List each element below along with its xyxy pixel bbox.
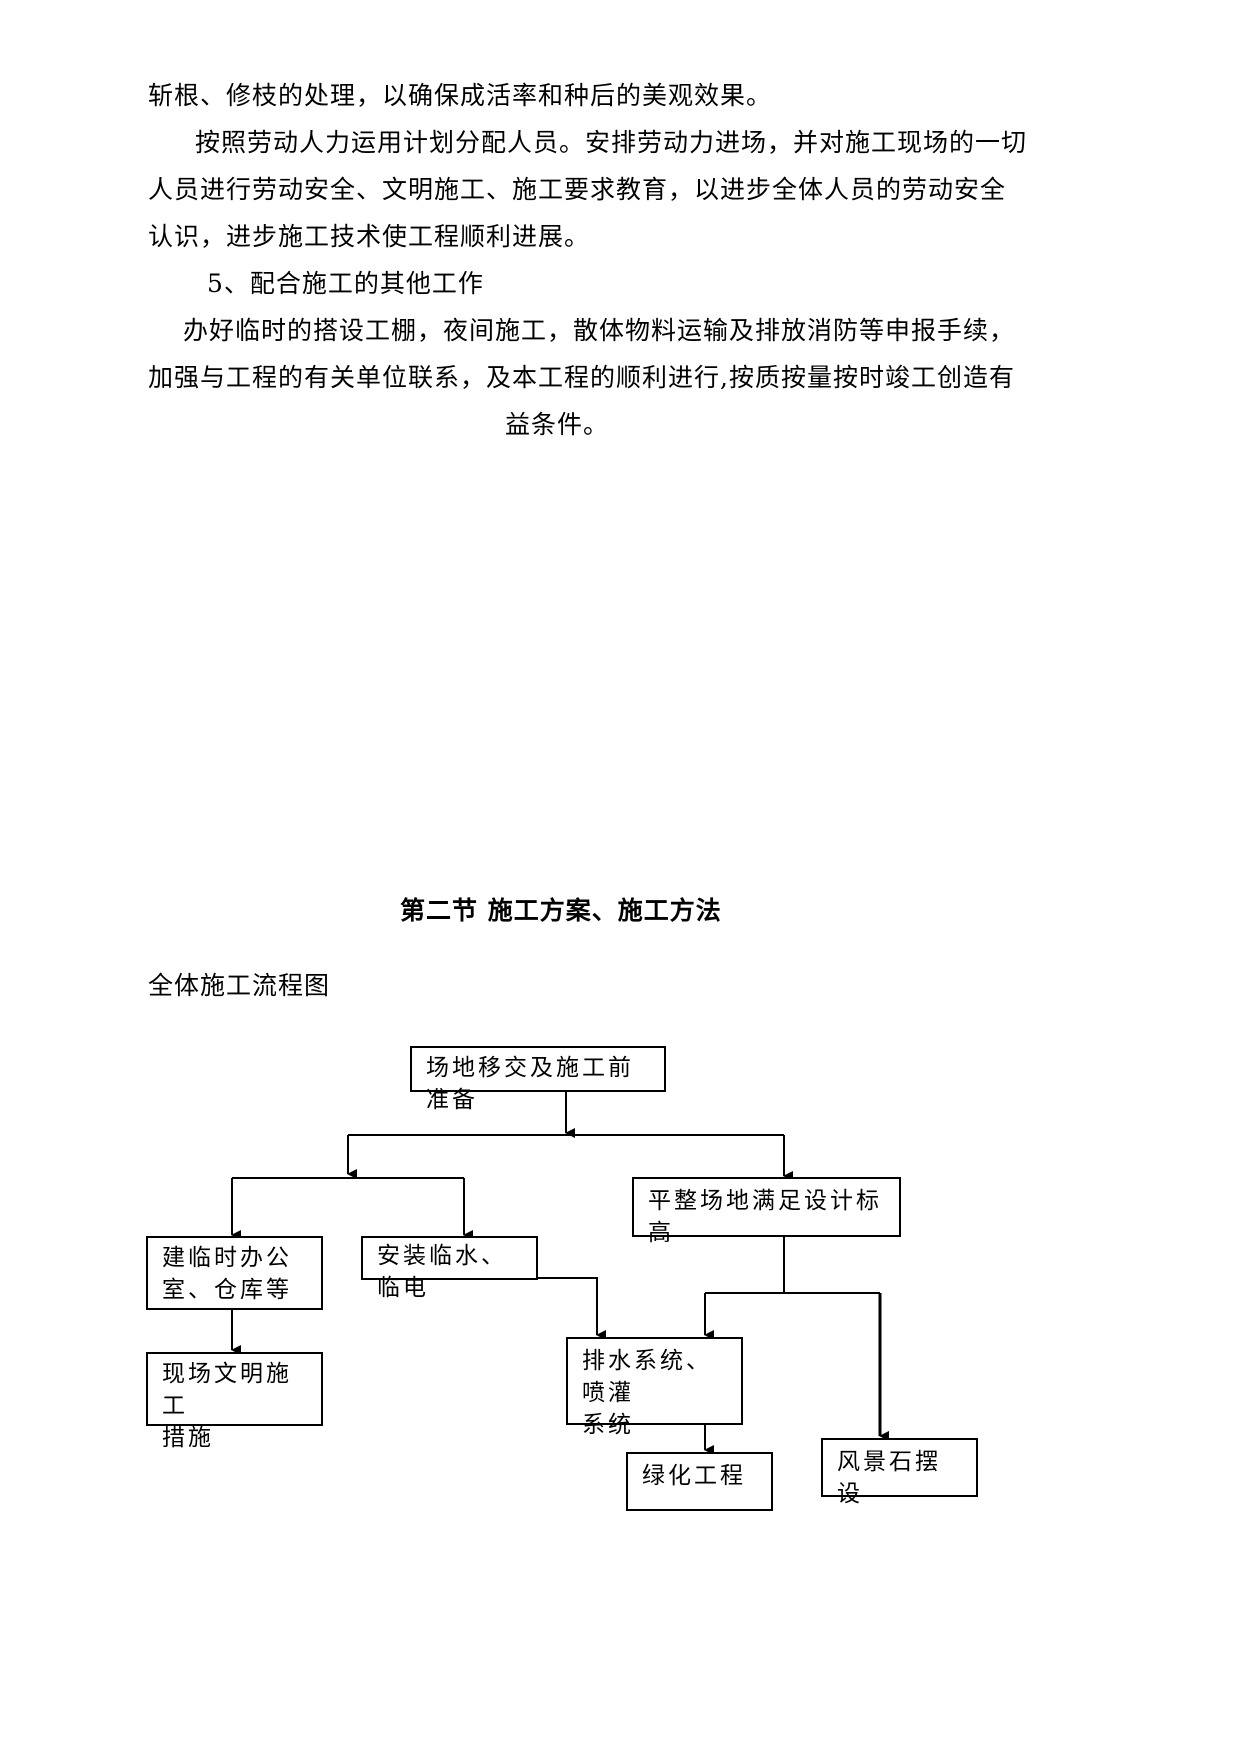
paragraph-line: 斩根、修枝的处理，以确保成活率和种后的美观效果。 — [148, 81, 773, 110]
flow-box-label: 系统 — [582, 1412, 634, 1438]
flow-box-label: 绿化工程 — [642, 1463, 746, 1489]
flow-box-label: 场地移交及施工前准备 — [426, 1055, 634, 1113]
flow-box-label: 现场文明施工 — [162, 1361, 292, 1419]
paragraph-line: 按照劳动人力运用计划分配人员。安排劳动力进场，并对施工现场的一切 — [195, 128, 1028, 157]
paragraph-line: 人员进行劳动安全、文明施工、施工要求教育，以进步全体人员的劳动安全 — [148, 175, 1007, 204]
paragraph-line: 加强与工程的有关单位联系，及本工程的顺利进行,按质按量按时竣工创造有 — [148, 363, 1015, 392]
flow-box-label: 建临时办公 — [162, 1245, 292, 1271]
flowchart-caption: 全体施工流程图 — [148, 971, 331, 1000]
paragraph-line: 办好临时的搭设工棚，夜间施工，散体物料运输及排放消防等申报手续， — [183, 316, 1016, 345]
flow-box-civilized: 现场文明施工 措施 — [146, 1352, 323, 1451]
flow-box-drainage: 排水系统、喷灌 系统 — [566, 1337, 743, 1438]
flow-box-label: 安装临水、临电 — [377, 1243, 507, 1301]
paragraph-line: 益条件。 — [505, 410, 610, 439]
flow-box-label: 平整场地满足设计标高 — [648, 1188, 882, 1246]
paragraph-line: 认识，进步施工技术使工程顺利进展。 — [148, 222, 591, 251]
flow-box-water-power: 安装临水、临电 — [361, 1236, 538, 1301]
flow-box-landscape-stone: 风景石摆设 — [821, 1438, 978, 1507]
flow-box-temp-office: 建临时办公 室、仓库等 — [146, 1236, 323, 1310]
flow-box-leveling: 平整场地满足设计标高 — [632, 1177, 901, 1246]
flow-box-site-handover: 场地移交及施工前准备 — [410, 1046, 666, 1113]
section-title: 第二节 施工方案、施工方法 — [400, 896, 722, 925]
flow-box-label: 风景石摆设 — [837, 1449, 941, 1507]
flow-box-label: 措施 — [162, 1425, 214, 1451]
flow-box-label: 排水系统、喷灌 — [582, 1348, 712, 1406]
item-heading: 5、配合施工的其他工作 — [207, 269, 484, 298]
connector-water-to-drainage — [538, 1277, 606, 1340]
flow-box-greening: 绿化工程 — [626, 1452, 773, 1511]
flow-box-label: 室、仓库等 — [162, 1277, 292, 1303]
